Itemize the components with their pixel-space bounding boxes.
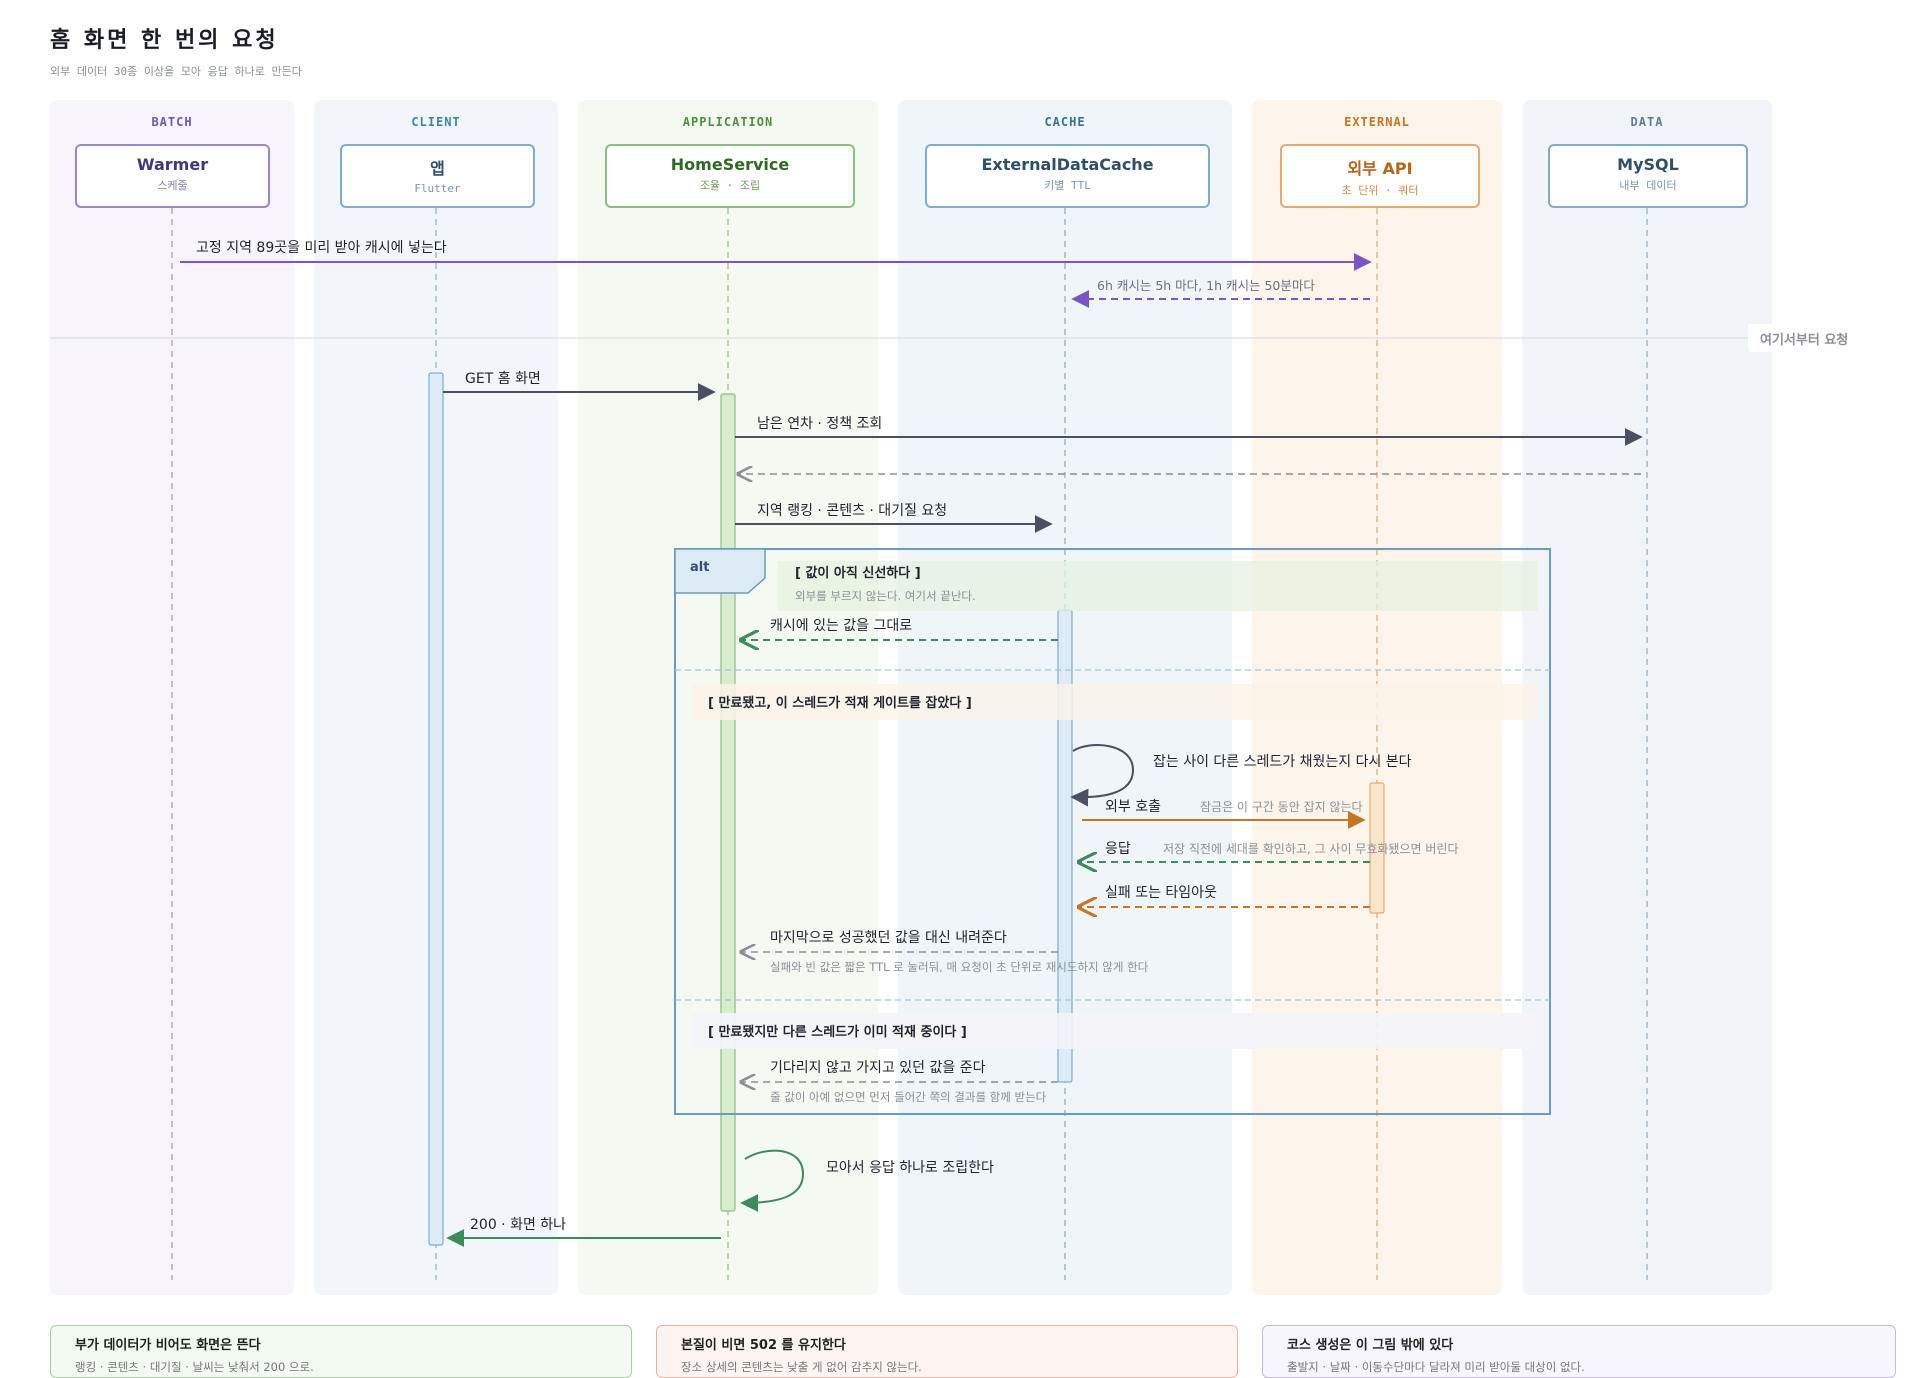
wait-return-note: 줄 값이 아예 없으면 먼저 들어간 쪽의 결과를 함께 받는다 [770, 1090, 1047, 1104]
get-home-label: GET 홈 화면 [465, 371, 541, 387]
actor-external-api-name: 외부 API [1347, 159, 1413, 178]
ok-response-label: 200 · 화면 하나 [470, 1217, 566, 1233]
alt-guard2-label: [ 만료됐고, 이 스레드가 적재 게이트를 잡았다 ] [708, 695, 972, 711]
lane-label-client: CLIENT [411, 115, 461, 129]
note-502-body: 장소 상세의 콘텐츠는 낮출 게 없어 감추지 않는다. [681, 1360, 922, 1374]
lane-label-external: EXTERNAL [1344, 115, 1410, 129]
alt-guard2-bg [692, 684, 1537, 720]
external-fail-label: 실패 또는 타임아웃 [1105, 885, 1217, 901]
actor-homeservice-name: HomeService [670, 155, 790, 174]
lane-label-cache: CACHE [1044, 115, 1086, 129]
actor-mysql: MySQL 내부 데이터 [1548, 144, 1748, 208]
leave-policy-label: 남은 연차 · 정책 조회 [757, 416, 882, 432]
request-divider-label: 여기서부터 요청 [1760, 332, 1848, 348]
actor-cache: ExternalDataCache 키별 TTL [925, 144, 1210, 208]
note-card-502: 본질이 비면 502 를 유지한다 장소 상세의 콘텐츠는 낮출 게 없어 감추… [656, 1325, 1238, 1378]
actor-homeservice-sub: 조율 · 조립 [699, 179, 761, 192]
client-activation [428, 372, 444, 1246]
actor-warmer-sub: 스케줄 [157, 179, 188, 192]
recheck-loop-arrow [1070, 744, 1135, 807]
actor-app-sub: Flutter [414, 182, 461, 195]
external-response-note: 저장 직전에 세대를 확인하고, 그 사이 무효화됐으면 버린다 [1163, 842, 1458, 856]
actor-warmer-name: Warmer [136, 155, 209, 174]
page-subtitle: 외부 데이터 30종 이상을 모아 응답 하나로 만든다 [50, 65, 302, 78]
stale-return-note: 실패와 빈 값은 짧은 TTL 로 눌러둬, 매 요청이 초 단위로 재시도하지… [770, 960, 1149, 974]
actor-cache-name: ExternalDataCache [981, 155, 1154, 174]
actor-app: 앱 Flutter [340, 144, 535, 208]
recheck-label: 잡는 사이 다른 스레드가 채웠는지 다시 본다 [1153, 754, 1412, 770]
alt-tag-label: alt [690, 560, 709, 575]
stale-return-label: 마지막으로 성공했던 값을 대신 내려준다 [770, 930, 1007, 946]
note-card-degrade: 부가 데이터가 비어도 화면은 뜬다 랭킹 · 콘텐츠 · 대기질 · 날씨는 … [50, 1325, 632, 1378]
alt-guard3-label: [ 만료됐지만 다른 스레드가 이미 적재 중이다 ] [708, 1024, 967, 1040]
warm-label: 고정 지역 89곳을 미리 받아 캐시에 넣는다 [196, 240, 447, 256]
note-502-title: 본질이 비면 502 를 유지한다 [681, 1338, 846, 1353]
actor-mysql-sub: 내부 데이터 [1619, 179, 1677, 192]
alt-guard3-bg [692, 1013, 1537, 1049]
region-request-label: 지역 랭킹 · 콘텐츠 · 대기질 요청 [757, 503, 947, 519]
actor-cache-sub: 키별 TTL [1044, 179, 1091, 192]
lane-label-batch: BATCH [151, 115, 193, 129]
note-degrade-title: 부가 데이터가 비어도 화면은 뜬다 [75, 1338, 261, 1353]
actor-homeservice: HomeService 조율 · 조립 [605, 144, 855, 208]
alt-guard1-label: [ 값이 아직 신선하다 ] [795, 565, 921, 581]
alt-frame [674, 548, 1551, 1115]
actor-app-name: 앱 [430, 159, 445, 178]
assemble-label: 모아서 응답 하나로 조립한다 [826, 1160, 994, 1176]
note-course-body: 출발지 · 날짜 · 이동수단마다 달라져 미리 받아둘 대상이 없다. [1287, 1360, 1585, 1374]
alt-tag-shape [674, 548, 766, 594]
lane-label-application: APPLICATION [682, 115, 774, 129]
page-title: 홈 화면 한 번의 요청 [50, 28, 279, 53]
actor-warmer: Warmer 스케줄 [75, 144, 270, 208]
fresh-return-label: 캐시에 있는 값을 그대로 [770, 618, 912, 634]
external-call-note: 잠금은 이 구간 동안 잡지 않는다 [1200, 800, 1363, 814]
actor-external-api: 외부 API 초 단위 · 쿼터 [1280, 144, 1480, 208]
cache-activation [1057, 609, 1073, 1083]
note-course-title: 코스 생성은 이 그림 밖에 있다 [1287, 1338, 1454, 1353]
note-degrade-body: 랭킹 · 콘텐츠 · 대기질 · 날씨는 낮춰서 200 으로. [75, 1360, 314, 1374]
app-activation [720, 393, 736, 1212]
external-response-label: 응답 [1105, 841, 1131, 857]
note-card-course: 코스 생성은 이 그림 밖에 있다 출발지 · 날짜 · 이동수단마다 달라져 … [1262, 1325, 1896, 1378]
alt-guard1-note: 외부를 부르지 않는다. 여기서 끝난다. [795, 589, 976, 603]
warm-ttl-label: 6h 캐시는 5h 마다, 1h 캐시는 50분마다 [1097, 278, 1315, 293]
external-call-label: 외부 호출 [1105, 799, 1161, 815]
wait-return-label: 기다리지 않고 가지고 있던 값을 준다 [770, 1060, 986, 1076]
assemble-loop-arrow [740, 1149, 805, 1212]
alt-guard1-bg [778, 561, 1538, 611]
external-activation [1369, 782, 1385, 914]
actor-mysql-name: MySQL [1617, 155, 1679, 174]
actor-external-api-sub: 초 단위 · 쿼터 [1341, 184, 1419, 197]
lane-label-data: DATA [1630, 115, 1664, 129]
request-divider-tag-bg [1748, 324, 1898, 352]
